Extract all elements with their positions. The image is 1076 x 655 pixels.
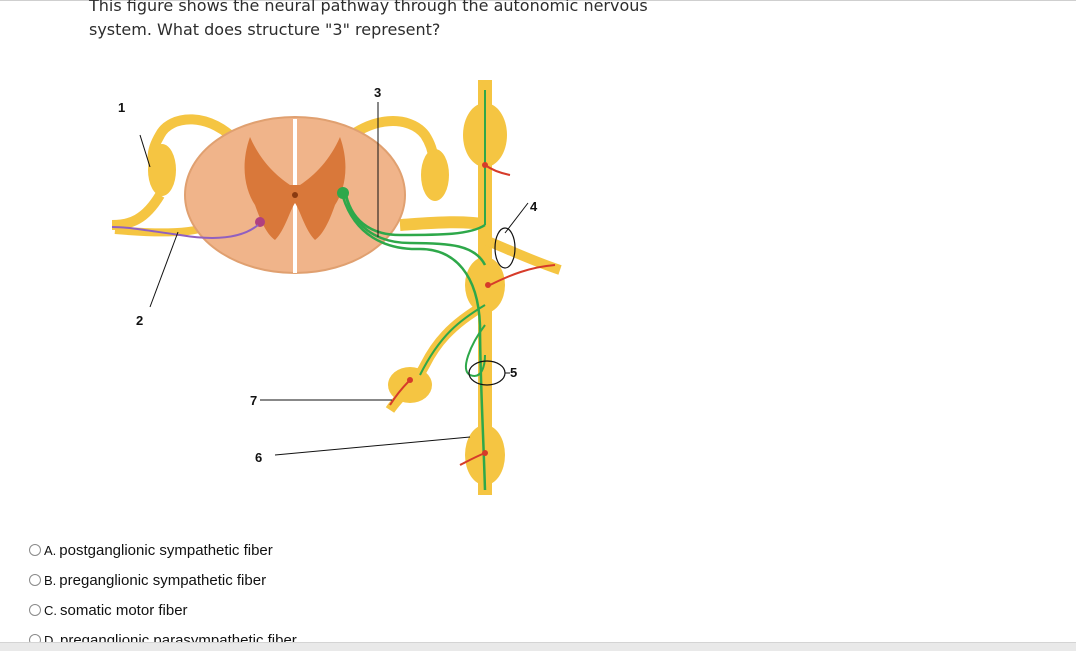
ganglion-neuron-4 (482, 450, 488, 456)
central-canal (292, 192, 298, 198)
radio-button-a[interactable] (29, 544, 41, 556)
ganglion-neuron-3 (407, 377, 413, 383)
label-3: 3 (374, 85, 381, 100)
autonomic-pathway-figure: 1 2 3 4 5 6 7 (100, 75, 580, 510)
option-b-text: preganglionic sympathetic fiber (59, 572, 266, 589)
option-a[interactable]: A. postganglionic sympathetic fiber (29, 535, 297, 565)
answer-options: A. postganglionic sympathetic fiber B. p… (29, 535, 297, 655)
label-4: 4 (530, 199, 538, 214)
question-line-1: This figure shows the neural pathway thr… (89, 0, 689, 18)
leader-6 (275, 437, 470, 455)
ganglion-neuron-1 (482, 162, 488, 168)
option-c-text: somatic motor fiber (60, 602, 188, 619)
preganglionic-cell-body (337, 187, 349, 199)
radio-button-b[interactable] (29, 574, 41, 586)
label-6: 6 (255, 450, 262, 465)
radio-button-c[interactable] (29, 604, 41, 616)
option-a-text: postganglionic sympathetic fiber (59, 542, 272, 559)
option-a-letter: A. (44, 543, 56, 558)
dorsal-root-ganglion-left (148, 144, 176, 196)
pathway-diagram: 1 2 3 4 5 6 7 (100, 75, 580, 505)
leader-2 (150, 232, 178, 307)
label-5: 5 (510, 365, 517, 380)
question-text: This figure shows the neural pathway thr… (89, 0, 689, 42)
ganglion-neuron-2 (485, 282, 491, 288)
label-7: 7 (250, 393, 257, 408)
question-line-2: system. What does structure "3" represen… (89, 18, 689, 42)
option-b-letter: B. (44, 573, 56, 588)
option-c[interactable]: C. somatic motor fiber (29, 595, 297, 625)
option-b[interactable]: B. preganglionic sympathetic fiber (29, 565, 297, 595)
label-2: 2 (136, 313, 143, 328)
spinal-nerve-right (400, 222, 490, 225)
label-1: 1 (118, 100, 125, 115)
dorsal-root-ganglion-right (421, 149, 449, 201)
option-c-letter: C. (44, 603, 57, 618)
spinal-nerve-left (112, 195, 160, 225)
leader-4 (505, 203, 528, 233)
